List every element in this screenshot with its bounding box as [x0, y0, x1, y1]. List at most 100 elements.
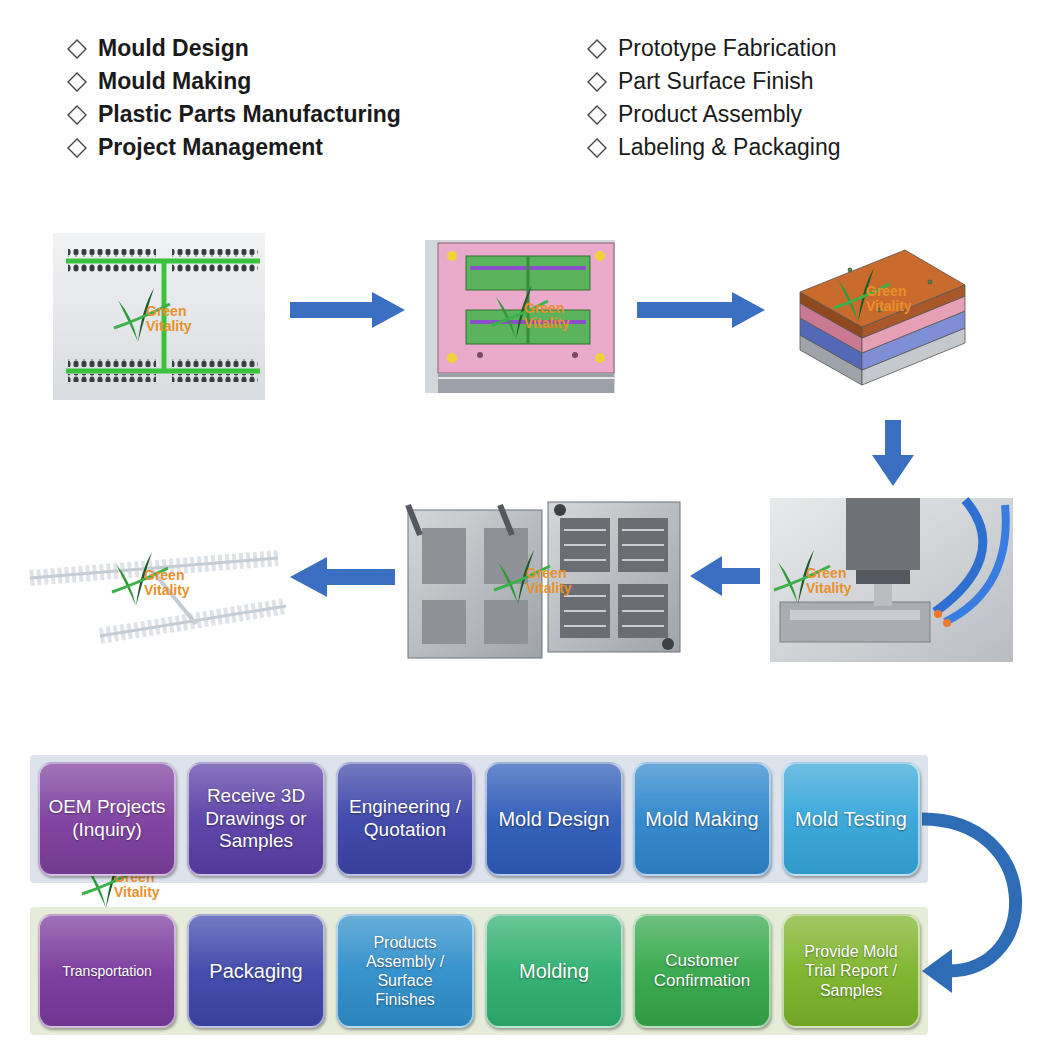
- rect-shape: [856, 570, 910, 584]
- circle-shape: [595, 251, 605, 261]
- rect-shape: [484, 600, 528, 644]
- process-box: Products Assembly / Surface Finishes: [336, 914, 474, 1028]
- polygon-shape: [68, 40, 86, 58]
- rect-shape: [30, 907, 928, 1035]
- mould-plate-image: [425, 240, 615, 393]
- line-shape: [622, 529, 664, 531]
- circle-shape: [554, 504, 566, 516]
- polygon-shape: [588, 106, 606, 124]
- polygon-shape: [800, 250, 965, 327]
- box-text: Mold Testing: [795, 807, 907, 831]
- polygon-shape: [588, 139, 606, 157]
- watermark: Green Vitality: [524, 301, 570, 330]
- line-shape: [564, 529, 606, 531]
- process-arrows: [290, 292, 914, 597]
- line-shape: [564, 610, 606, 612]
- service-item: Prototype Fabrication: [618, 35, 837, 63]
- rect-shape: [68, 374, 156, 382]
- polygon-shape: [68, 139, 86, 157]
- process-box: Packaging: [187, 914, 325, 1028]
- circle-shape: [447, 251, 457, 261]
- rect-shape: [618, 518, 668, 572]
- service-item: Mould Making: [98, 68, 251, 96]
- process-box: Mold Making: [633, 762, 771, 876]
- rect-shape: [618, 584, 668, 638]
- circle-shape: [595, 353, 605, 363]
- rect-shape: [790, 610, 920, 620]
- watermark: Green Vitality: [526, 566, 572, 595]
- service-item: Labeling & Packaging: [618, 134, 841, 162]
- polygon-shape: [588, 73, 606, 91]
- service-item: Mould Design: [98, 35, 249, 63]
- circle-shape: [934, 610, 942, 618]
- polygon-shape: [68, 73, 86, 91]
- circle-shape: [928, 280, 932, 284]
- moulded-parts-image: [30, 558, 286, 636]
- cnc-machining-image: [770, 498, 1013, 662]
- polygon-shape: [588, 40, 606, 58]
- line-shape: [622, 559, 664, 561]
- rect-shape: [422, 528, 466, 584]
- rect-shape: [172, 249, 258, 257]
- polygon-shape: [68, 106, 86, 124]
- rect-shape: [425, 240, 615, 393]
- rect-shape: [780, 602, 930, 642]
- line-shape: [622, 610, 664, 612]
- process-box: OEM Projects (Inquiry): [38, 762, 176, 876]
- line-shape: [622, 544, 664, 546]
- line-shape: [622, 595, 664, 597]
- box-text: Transportation: [62, 963, 152, 980]
- watermark: Green Vitality: [866, 284, 912, 313]
- box-text: Provide Mold Trial Report / Samples: [792, 942, 910, 1000]
- rect-shape: [548, 502, 680, 652]
- line-shape: [438, 377, 614, 379]
- polygon-shape: [637, 292, 765, 328]
- polygon-shape: [872, 420, 914, 486]
- process-box: Customer Confirmation: [633, 914, 771, 1028]
- box-text: Customer Confirmation: [643, 951, 761, 992]
- circle-shape: [848, 268, 852, 272]
- process-box: Engineering / Quotation: [336, 762, 474, 876]
- rect-shape: [68, 264, 156, 272]
- rect-shape: [846, 498, 920, 570]
- rect-shape: [408, 510, 542, 658]
- process-box: Provide Mold Trial Report / Samples: [782, 914, 920, 1028]
- polygon-shape: [690, 556, 760, 596]
- process-box: Molding: [485, 914, 623, 1028]
- polygon-shape: [290, 292, 405, 328]
- rect-shape: [422, 600, 466, 644]
- box-text: Engineering / Quotation: [346, 796, 464, 842]
- polygon-shape: [290, 557, 395, 597]
- watermark-logos: [82, 268, 890, 908]
- box-text: OEM Projects (Inquiry): [48, 796, 166, 842]
- rect-shape: [438, 243, 614, 373]
- box-text: Mold Making: [645, 807, 758, 831]
- curved-arrow: [922, 819, 1016, 993]
- rect-shape: [53, 233, 265, 400]
- g-shape: [564, 530, 664, 626]
- rect-shape: [874, 584, 892, 606]
- line-shape: [408, 505, 420, 535]
- g-shape: [560, 518, 668, 638]
- flow-bands: [30, 755, 928, 1035]
- service-item: Part Surface Finish: [618, 68, 814, 96]
- box-text: Mold Design: [498, 807, 609, 831]
- arrow-shaft: [922, 819, 1016, 971]
- watermark: Green Vitality: [146, 304, 192, 333]
- box-text: Receive 3D Drawings or Samples: [197, 785, 315, 853]
- watermark: Green Vitality: [144, 568, 190, 597]
- rect-shape: [172, 359, 258, 367]
- rect-shape: [770, 498, 1013, 662]
- watermark: Green Vitality: [806, 566, 852, 595]
- rect-shape: [560, 518, 610, 572]
- mould-halves-image: [408, 502, 680, 658]
- service-item: Project Management: [98, 134, 323, 162]
- process-box: Mold Testing: [782, 762, 920, 876]
- rect-shape: [172, 374, 258, 382]
- circle-shape: [662, 638, 674, 650]
- line-shape: [564, 544, 606, 546]
- mould-3d-image: [800, 250, 965, 385]
- line-shape: [564, 625, 606, 627]
- service-item: Product Assembly: [618, 101, 802, 129]
